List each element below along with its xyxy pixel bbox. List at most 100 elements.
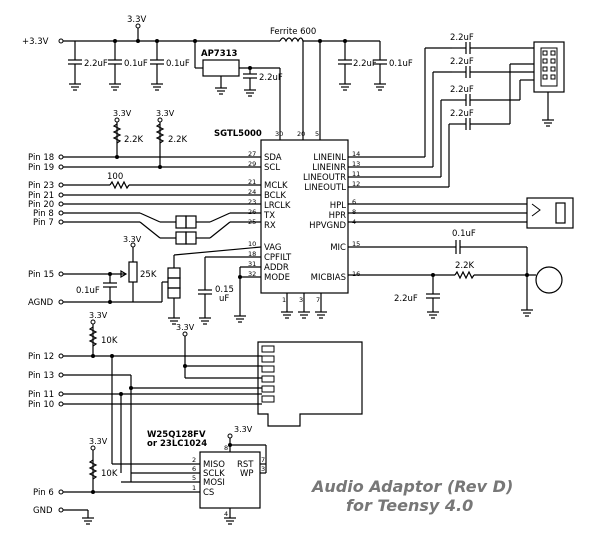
codec-pin-scl: SCL [264, 163, 280, 173]
rail-3v3-label: 3.3V [127, 15, 147, 25]
pin-number: 13 [352, 160, 360, 168]
pin-number: 11 [352, 170, 360, 178]
headphone-jack [526, 197, 574, 229]
flash-pin-wp: WP [240, 469, 254, 479]
power-rail [58, 23, 387, 140]
spi-nets [58, 319, 267, 525]
title-line-2: for Teensy 4.0 [346, 496, 473, 515]
codec-label: SGTL5000 [214, 129, 262, 139]
pin-number: 10 [248, 240, 256, 248]
pin-number: 1 [192, 484, 196, 492]
pin-number: 8 [352, 208, 356, 216]
codec-pin-hpl: HPL [330, 201, 347, 211]
cap-label: 0.1uF [166, 59, 190, 69]
cap-label: 0.15 [215, 285, 234, 295]
pullup-3v3-label: 3.3V [89, 437, 108, 446]
pin-13-label: Pin 13 [28, 371, 54, 381]
codec-pin-hpvgnd: HPVGND [309, 221, 346, 231]
codec-pin-vag: VAG [264, 243, 282, 253]
pin-8-label: Pin 8 [33, 209, 54, 219]
plus-3v3-label: +3.3V [22, 37, 49, 47]
codec-chip: SGTL5000 30 20 5 1 3 7 SDA SCL MCLK BCLK… [214, 129, 360, 319]
codec-pin-tx: TX [263, 211, 275, 221]
pin-number: 18 [248, 250, 256, 258]
pin-number: 12 [352, 180, 360, 188]
right-nets [348, 41, 574, 319]
pin-23-label: Pin 23 [28, 181, 54, 191]
cap-label: 2.2uF [353, 59, 377, 69]
spi-labels: 3.3V 10K 3.3V 3.3V 10K 3.3V W25Q128FV or… [89, 311, 265, 518]
title-line-1: Audio Adaptor (Rev D) [310, 477, 513, 496]
codec-pin-bclk: BCLK [264, 191, 286, 201]
codec-pin-addr: ADDR [264, 263, 289, 273]
cap-label: 2.2uF [450, 57, 474, 67]
pin-10-label: Pin 10 [28, 400, 54, 410]
flash-pin-mosi: MOSI [203, 478, 225, 488]
cap-label: 2.2uF [84, 59, 108, 69]
pin-18-label: Pin 18 [28, 153, 54, 163]
left-nets [58, 117, 262, 325]
right-labels: 2.2uF 2.2uF 2.2uF 2.2uF 0.1uF 2.2K 2.2uF [394, 33, 476, 304]
res-label: 10K [101, 336, 118, 346]
codec-pin-mode: MODE [264, 273, 290, 283]
cap-label: 0.1uF [76, 286, 100, 296]
codec-pin-mclk: MCLK [264, 181, 288, 191]
cap-label: uF [219, 294, 229, 304]
codec-pin-mic: MIC [330, 243, 346, 253]
pot-label: 25K [140, 270, 157, 280]
sd-card [257, 341, 363, 427]
teensy-pin-labels: Pin 18 Pin 19 Pin 23 Pin 21 Pin 20 Pin 8… [28, 153, 54, 516]
pin-number: 31 [248, 260, 256, 268]
pin-12-label: Pin 12 [28, 352, 54, 362]
cap-label: 2.2uF [450, 109, 474, 119]
pin-number: 26 [248, 208, 256, 216]
pin-number: 6 [352, 198, 356, 206]
pin-number: 15 [352, 240, 360, 248]
codec-pin-rx: RX [264, 221, 276, 231]
flash-label: W25Q128FV [147, 430, 206, 440]
pin-number: 5 [192, 474, 196, 482]
flash-pin-sclk: SCLK [203, 469, 225, 479]
cap-label: 0.1uF [124, 59, 148, 69]
pin-number: 16 [352, 270, 360, 278]
flash-pin-miso: MISO [203, 460, 225, 470]
agnd-label: AGND [28, 298, 54, 308]
cap-label: 2.2uF [450, 85, 474, 95]
pin-11-label: Pin 11 [28, 390, 54, 400]
res-label: 2.2K [168, 135, 188, 145]
cap-label: 2.2uF [394, 294, 418, 304]
flash-alt-label: or 23LC1024 [147, 439, 207, 449]
res-label: 2.2K [124, 135, 144, 145]
codec-pin-micbias: MICBIAS [311, 273, 346, 283]
pin-number: 21 [248, 178, 256, 186]
sd-card-body [257, 341, 363, 427]
pin-19-label: Pin 19 [28, 163, 54, 173]
codec-pin-lineoutr: LINEOUTR [303, 173, 346, 183]
pin-number: 8 [224, 444, 228, 452]
pullup-3v3-label: 3.3V [113, 109, 132, 118]
pin-15-label: Pin 15 [28, 270, 54, 280]
flash-pin-rst: RST [237, 460, 254, 470]
pot-3v3-label: 3.3V [123, 235, 142, 244]
pin-number: 32 [248, 270, 256, 278]
pin-number: 30 [275, 130, 283, 138]
codec-pin-cpfilt: CPFILT [264, 253, 292, 263]
codec-pin-hpr: HPR [329, 211, 347, 221]
regulator-label: AP7313 [201, 49, 238, 59]
pin-number: 7 [261, 456, 265, 464]
microphone [535, 266, 563, 294]
left-labels: 3.3V 3.3V 2.2K 2.2K 100 3.3V 25K 0.1uF 0… [76, 109, 234, 304]
pin-number: 3 [261, 465, 265, 473]
pin-number: 29 [248, 160, 256, 168]
pin-number: 3 [299, 296, 303, 304]
pin-21-label: Pin 21 [28, 191, 54, 201]
cap-label: 0.1uF [389, 59, 413, 69]
res-label: 10K [101, 469, 118, 479]
pin-6-label: Pin 6 [33, 488, 54, 498]
codec-pin-lineoutl: LINEOUTL [304, 183, 346, 193]
codec-pin-lineinl: LINEINL [313, 153, 346, 163]
cap-label: 2.2uF [259, 73, 283, 83]
sd-3v3-label: 3.3V [176, 323, 195, 332]
schematic-title: Audio Adaptor (Rev D) for Teensy 4.0 [310, 477, 513, 515]
